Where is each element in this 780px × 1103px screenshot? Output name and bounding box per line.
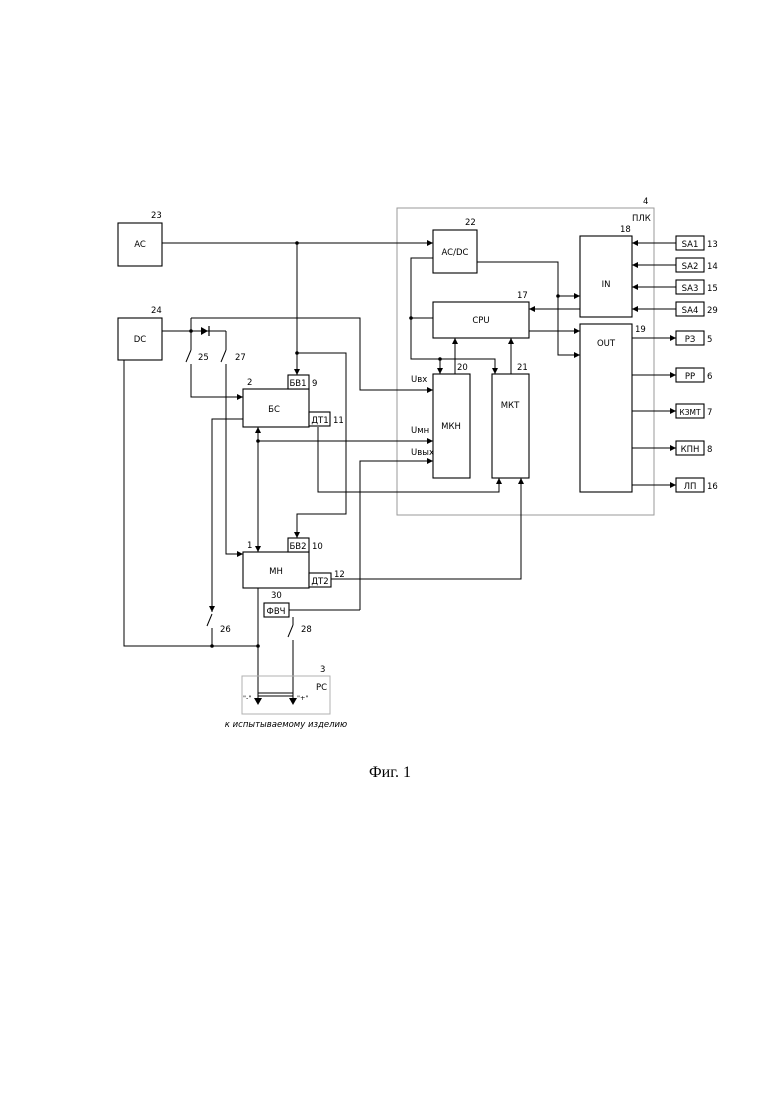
number-17: 17 <box>517 291 528 301</box>
number-29: 29 <box>707 306 718 316</box>
dt2-label: ДТ2 <box>311 577 328 587</box>
number-28: 28 <box>301 625 312 635</box>
fvch-label: ФВЧ <box>267 607 286 617</box>
number-23: 23 <box>151 211 162 221</box>
diode-icon <box>201 326 209 336</box>
number-13: 13 <box>707 240 718 250</box>
number-6: 6 <box>707 372 712 382</box>
number-12: 12 <box>334 570 345 580</box>
sa2-label: SA2 <box>682 262 699 272</box>
sa4-label: SA4 <box>682 306 699 316</box>
out-block <box>580 324 632 492</box>
signal-umn: Uмн <box>411 426 429 436</box>
kpn-label: КПН <box>681 445 700 455</box>
bv1-label: БВ1 <box>289 379 306 389</box>
number-27: 27 <box>235 353 246 363</box>
number-22: 22 <box>465 218 476 228</box>
switch-27 <box>221 350 226 362</box>
rc-label: РС <box>316 683 327 693</box>
bv2-label: БВ2 <box>289 542 306 552</box>
in-label: IN <box>602 280 611 290</box>
rz-label: РЗ <box>685 335 696 345</box>
number-1: 1 <box>247 541 252 551</box>
lp-label: ЛП <box>684 482 697 492</box>
number-19: 19 <box>635 325 646 335</box>
number-4: 4 <box>643 197 648 207</box>
number-8: 8 <box>707 445 712 455</box>
signal-ubyx: Uвых <box>411 448 434 458</box>
rc-terminal-plus: "+" <box>297 694 308 702</box>
sa3-label: SA3 <box>682 284 699 294</box>
number-10: 10 <box>312 542 323 552</box>
number-2: 2 <box>247 378 252 388</box>
cpu-label: CPU <box>472 316 489 326</box>
number-18: 18 <box>620 225 631 235</box>
rc-subcaption: к испытываемому изделию <box>225 720 347 730</box>
number-11: 11 <box>333 416 344 426</box>
number-5: 5 <box>707 335 712 345</box>
signal-ubx: Uвх <box>411 375 427 385</box>
out-label: OUT <box>597 339 616 349</box>
number-20: 20 <box>457 363 468 373</box>
switch-28 <box>288 625 293 637</box>
sa1-label: SA1 <box>682 240 699 250</box>
mkn-label: МКН <box>441 422 461 432</box>
switch-26 <box>207 614 212 626</box>
figure-caption: Фиг. 1 <box>0 764 780 782</box>
number-25: 25 <box>198 353 209 363</box>
kzmt-label: КЗМТ <box>679 408 701 417</box>
switch-25 <box>186 350 191 362</box>
mn-label: МН <box>269 567 283 577</box>
number-3: 3 <box>320 665 325 675</box>
mkt-block <box>492 374 529 478</box>
rc-block <box>242 676 330 714</box>
dt1-label: ДТ1 <box>311 416 328 426</box>
acdc-label: AC/DC <box>442 248 469 258</box>
number-16: 16 <box>707 482 718 492</box>
rc-terminal-minus: "-" <box>243 694 251 702</box>
plc-label: ПЛК <box>632 214 651 224</box>
in-block <box>580 236 632 317</box>
mkt-label: МКТ <box>501 401 520 411</box>
bs-label: БС <box>268 405 280 415</box>
number-26: 26 <box>220 625 231 635</box>
number-21: 21 <box>517 363 528 373</box>
number-9: 9 <box>312 379 317 389</box>
number-30: 30 <box>271 591 282 601</box>
number-24: 24 <box>151 306 162 316</box>
rr-label: РР <box>685 372 695 382</box>
ac-label: AC <box>134 240 146 250</box>
number-14: 14 <box>707 262 718 272</box>
number-15: 15 <box>707 284 718 294</box>
number-7: 7 <box>707 408 712 418</box>
dc-label: DC <box>134 335 147 345</box>
